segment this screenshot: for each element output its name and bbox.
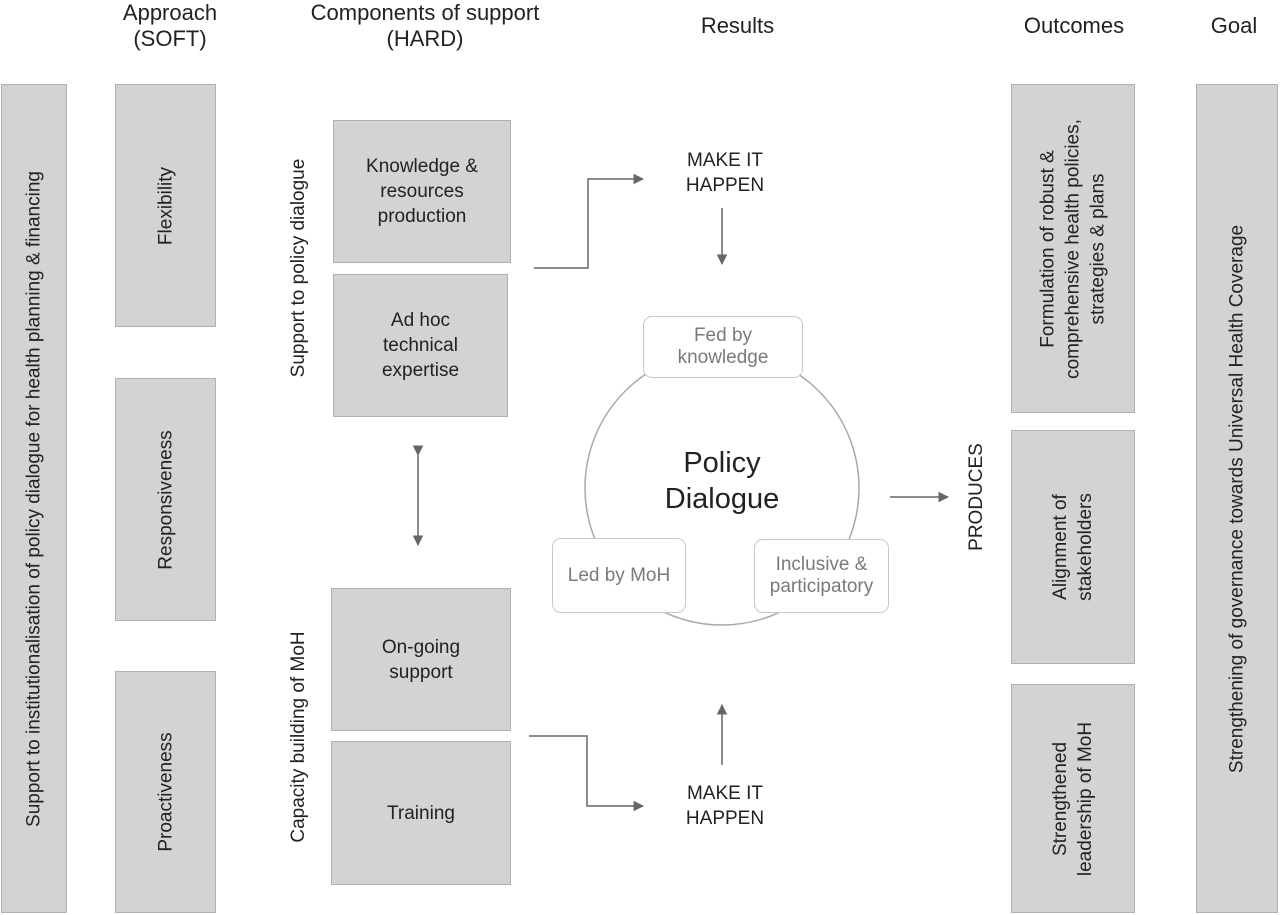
component-ongoing-support: On-going support [331,588,511,731]
header-components: Components of support (HARD) [310,0,540,51]
component-adhoc-expertise: Ad hoc technical expertise [333,274,508,417]
pill-fed-by-knowledge: Fed by knowledge [643,316,803,378]
make-it-happen-bottom: MAKE IT HAPPEN [685,783,765,829]
goal-bar: Strengthening of governance towards Univ… [1196,84,1278,913]
pill-inclusive-participatory: Inclusive & participatory [754,539,889,613]
arrow-components-to-make-bottom [529,735,645,812]
outcome-alignment-label: Alignment of stakeholders [1050,493,1096,601]
institutionalisation-bar: Support to institutionalisation of polic… [1,84,67,913]
approach-responsiveness: Responsiveness [115,378,216,621]
header-goal: Goal [1210,13,1258,38]
header-outcomes: Outcomes [1023,13,1125,38]
outcome-leadership-label: Strengthened leadership of MoH [1050,721,1096,876]
outcome-alignment: Alignment of stakeholders [1011,430,1135,664]
component-knowledge-production: Knowledge & resources production [333,120,511,263]
produces-label: PRODUCES [966,443,987,551]
approach-flexibility: Flexibility [115,84,216,327]
component-training: Training [331,741,511,885]
outcome-formulation-label: Formulation of robust & comprehensive he… [1037,118,1109,379]
policy-dialogue-title: Policy Dialogue [664,447,780,515]
header-results: Results [700,13,775,38]
pill-led-by-moh: Led by MoH [552,538,686,613]
make-it-happen-top: MAKE IT HAPPEN [685,150,765,196]
arrow-components-to-make-top [534,173,645,269]
approach-proactiveness: Proactiveness [115,671,216,913]
header-approach: Approach (SOFT) [122,0,218,51]
goal-label: Strengthening of governance towards Univ… [1226,224,1248,773]
outcome-formulation: Formulation of robust & comprehensive he… [1011,84,1135,413]
outcome-leadership: Strengthened leadership of MoH [1011,684,1135,913]
